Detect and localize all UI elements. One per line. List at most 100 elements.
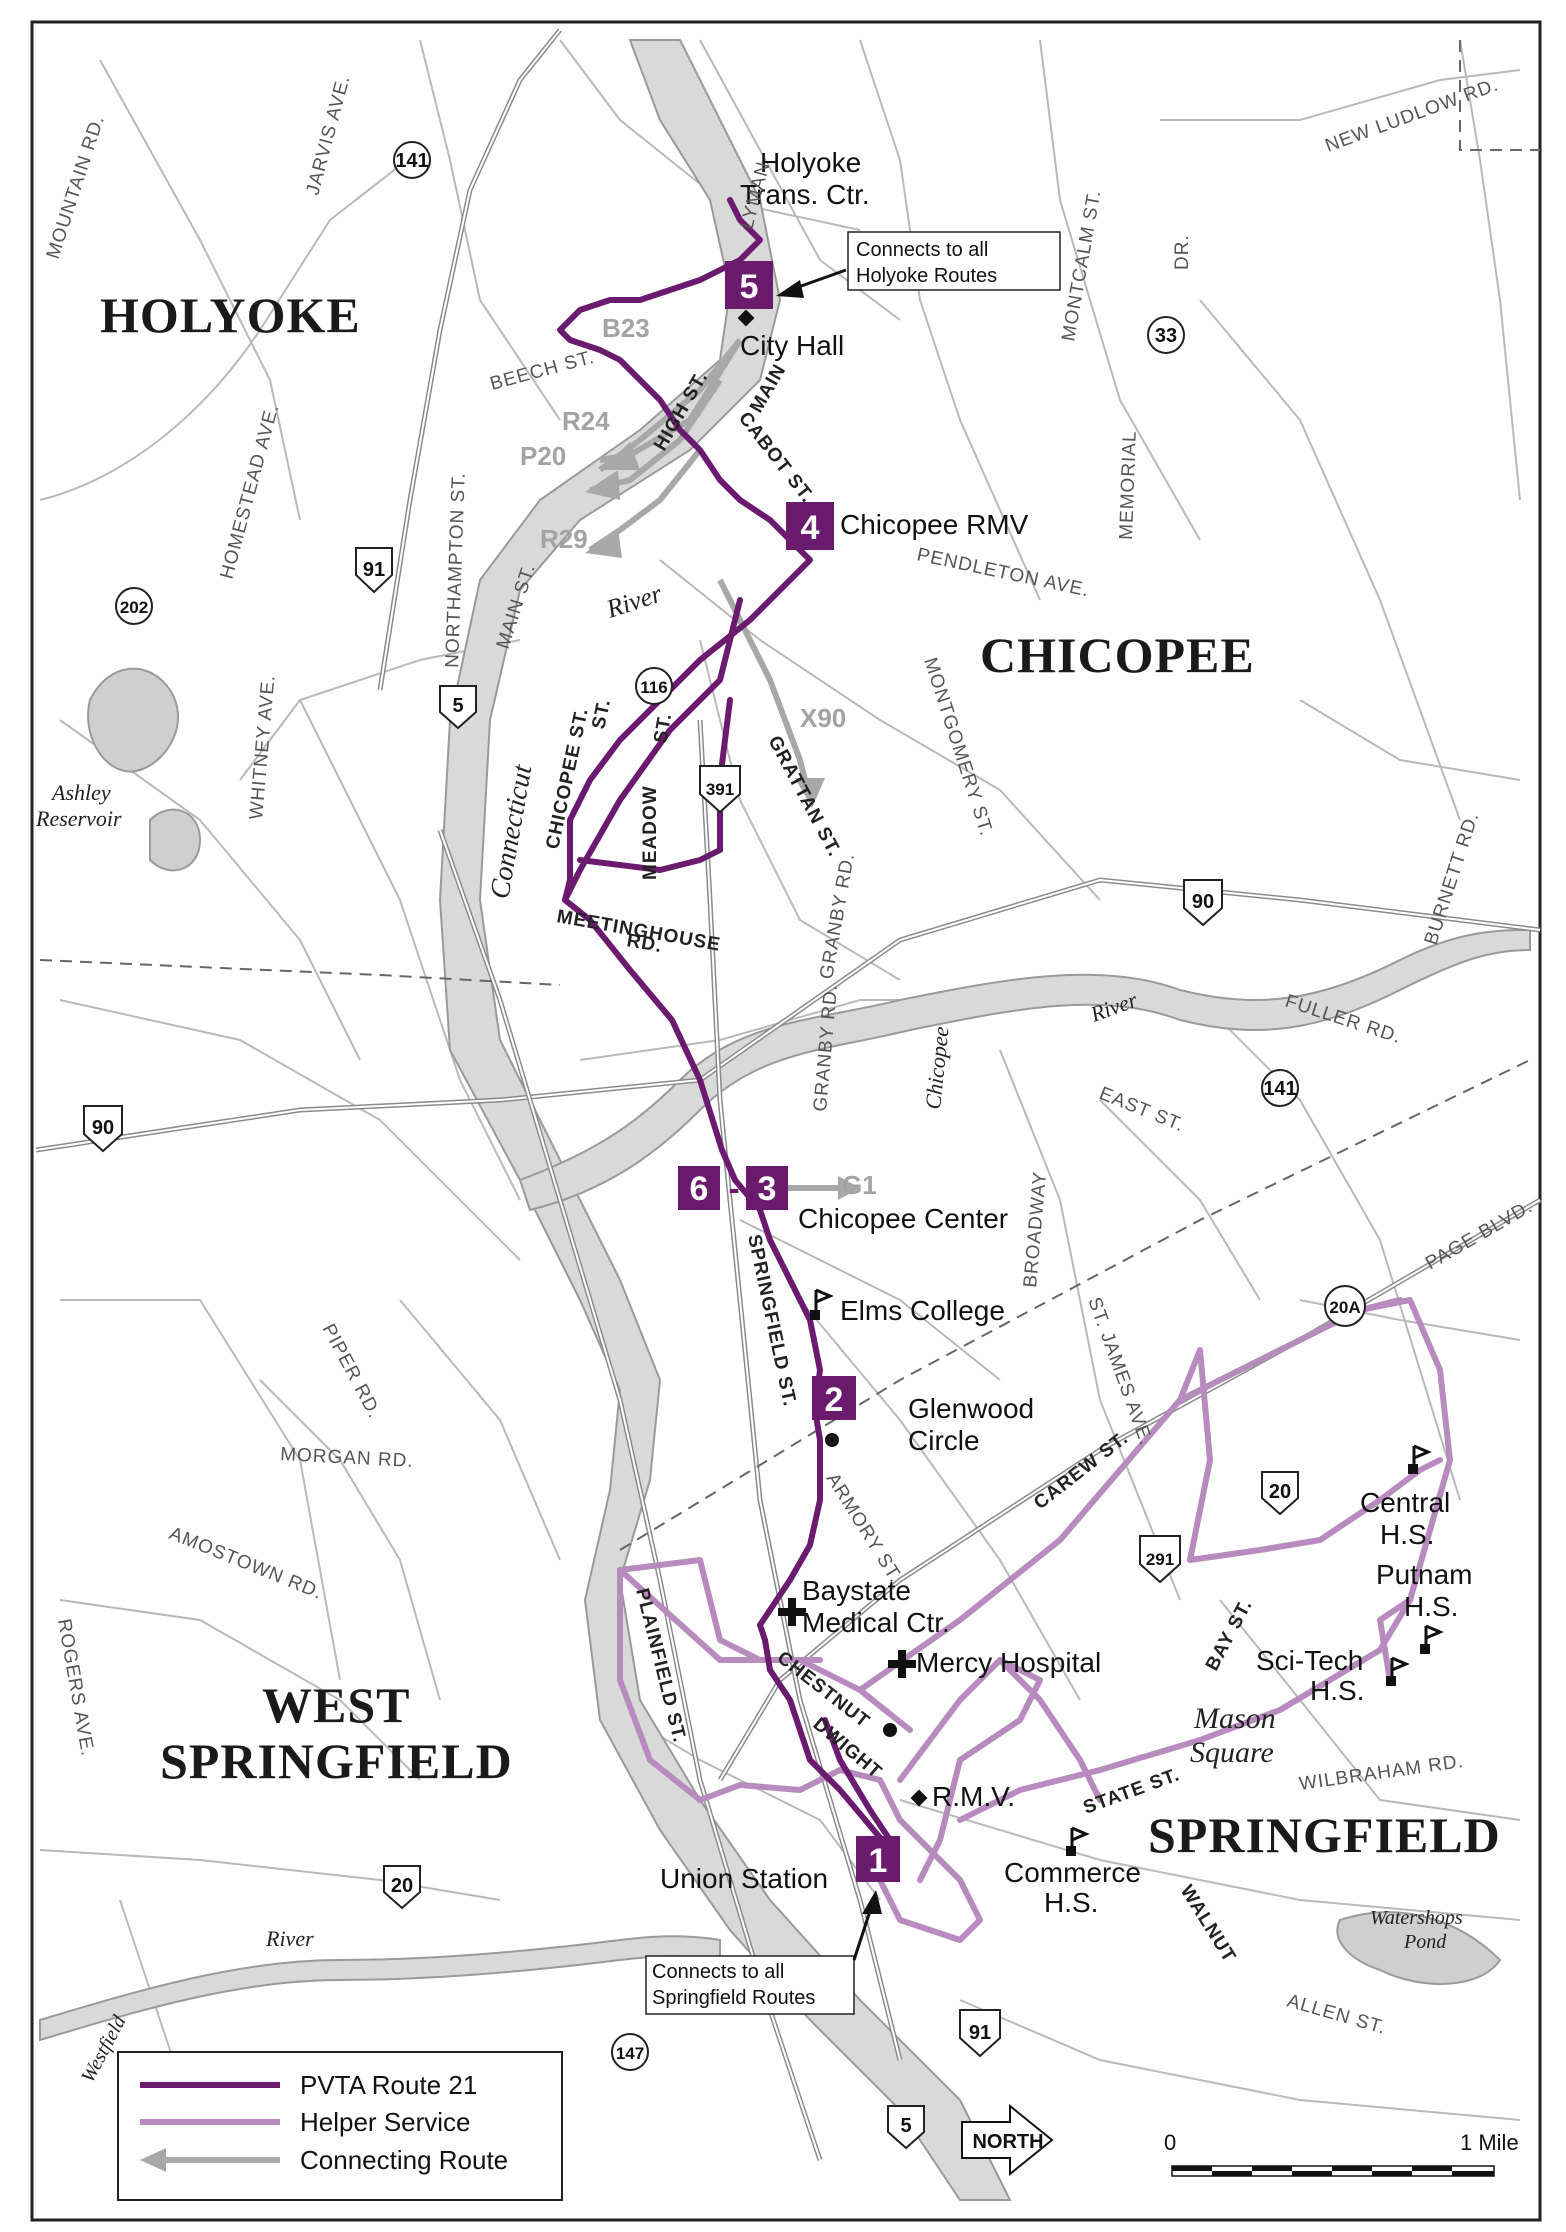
route-20a-shield: 20A bbox=[1324, 1285, 1366, 1327]
watershops-line2: Pond bbox=[1403, 1931, 1447, 1953]
svg-text:116: 116 bbox=[640, 678, 667, 697]
baystate-line2: Medical Ctr. bbox=[802, 1607, 950, 1638]
holyoke-callout: Connects to all Holyoke Routes bbox=[776, 231, 1061, 298]
stop-6-number: 6 bbox=[690, 1170, 709, 1208]
svg-text:20: 20 bbox=[391, 1875, 413, 1897]
scitech-line1: Sci-Tech bbox=[1256, 1645, 1363, 1676]
route-33-shield: 33 bbox=[1147, 316, 1185, 354]
ashley-line2: Reservoir bbox=[35, 806, 122, 831]
route-141-shield: 141 bbox=[393, 141, 431, 179]
legend-box bbox=[117, 2051, 563, 2201]
stop-separator: - bbox=[728, 1170, 739, 1208]
mason-line1: Mason bbox=[1193, 1702, 1276, 1735]
chicopee-center-label: Chicopee Center bbox=[798, 1203, 1008, 1234]
west-springfield-line1: WEST bbox=[262, 1677, 411, 1733]
north-arrow-icon bbox=[961, 2103, 1054, 2177]
svg-text:20: 20 bbox=[1269, 1481, 1291, 1503]
chicopee-label: CHICOPEE bbox=[980, 627, 1255, 683]
interstate-90-shield-east: 90 bbox=[1183, 879, 1223, 927]
commerce-line1: Commerce bbox=[1004, 1857, 1141, 1888]
elms-flag-base bbox=[810, 1310, 820, 1320]
baystate-line1: Baystate bbox=[802, 1575, 911, 1606]
legend-connecting-arrow bbox=[140, 2148, 166, 2172]
stop-4-number: 4 bbox=[801, 509, 820, 547]
route-20-shield-west: 20 bbox=[383, 1865, 421, 1910]
stop-1-box bbox=[856, 1836, 900, 1882]
place-labels: Holyoke Trans. Ctr. City Hall Chicopee R… bbox=[660, 147, 1473, 1918]
city-hall-marker bbox=[737, 309, 755, 327]
point-markers bbox=[737, 309, 1444, 1856]
connecticut-river bbox=[438, 39, 1012, 2201]
holyoke-callout-arrow bbox=[776, 280, 804, 298]
route-g1-label: G1 bbox=[842, 1170, 877, 1200]
scale-end-label: 1 Mile bbox=[1460, 2130, 1519, 2155]
route-5-shield-south: 5 bbox=[887, 2105, 925, 2150]
scitech-flag-base bbox=[1386, 1676, 1396, 1686]
springfield-callout-arrow bbox=[862, 1890, 882, 1914]
dr-label: DR. bbox=[1172, 234, 1193, 270]
stop-3-number: 3 bbox=[758, 1170, 777, 1208]
legend: PVTA Route 21 Helper Service Connecting … bbox=[117, 2051, 563, 2201]
route-b23-label: B23 bbox=[602, 313, 650, 343]
glenwood-line2: Circle bbox=[908, 1425, 980, 1456]
holyoke-callout-line2: Holyoke Routes bbox=[856, 265, 997, 287]
central-line2: H.S. bbox=[1380, 1519, 1434, 1550]
stop-6-box bbox=[678, 1166, 720, 1210]
holyoke-trans-line1: Holyoke bbox=[760, 147, 861, 178]
pvta-route-21 bbox=[557, 197, 893, 1843]
putnam-line2: H.S. bbox=[1404, 1591, 1458, 1622]
svg-text:141: 141 bbox=[395, 150, 428, 172]
scale-start-label: 0 bbox=[1164, 2130, 1176, 2155]
north-arrow: NORTH bbox=[961, 2103, 1054, 2177]
springfield-callout-box bbox=[645, 1955, 855, 2015]
rmv-label: R.M.V. bbox=[932, 1781, 1015, 1812]
interstate-391-shield: 391 bbox=[699, 765, 741, 814]
holyoke-trans-line2: Trans. Ctr. bbox=[740, 179, 870, 210]
stop-3-box bbox=[746, 1166, 788, 1210]
stop-markers: 5 4 6 - 3 2 1 bbox=[678, 261, 900, 1882]
holyoke-callout-box bbox=[847, 231, 1061, 291]
svg-text:5: 5 bbox=[900, 2115, 911, 2137]
stop-5-box bbox=[725, 261, 773, 309]
route-r29-label: R29 bbox=[540, 524, 588, 554]
chicopee-river bbox=[518, 928, 1531, 1212]
legend-helper-label: Helper Service bbox=[300, 2107, 471, 2137]
baystate-hospital-icon bbox=[778, 1598, 806, 1626]
stop-2-number: 2 bbox=[825, 1381, 844, 1419]
interstate-90-shield-west: 90 bbox=[83, 1105, 123, 1153]
map-frame bbox=[30, 20, 1542, 2222]
connecting-route-labels: B23 R24 P20 R29 X90 G1 bbox=[520, 313, 877, 1200]
svg-text:20A: 20A bbox=[1329, 1298, 1360, 1317]
meadow-label: MEADOW bbox=[640, 785, 661, 880]
holyoke-callout-line1: Connects to all bbox=[856, 239, 988, 261]
springfield-callout-line1: Connects to all bbox=[652, 1961, 784, 1983]
city-labels: HOLYOKE CHICOPEE WEST SPRINGFIELD SPRING… bbox=[100, 287, 1500, 1863]
legend-connecting-label: Connecting Route bbox=[300, 2145, 508, 2175]
memorial-label: MEMORIAL bbox=[1116, 430, 1141, 540]
helper-service bbox=[617, 1297, 1453, 1943]
stop-2-box bbox=[812, 1376, 856, 1420]
route-202-shield: 202 bbox=[115, 587, 153, 625]
springfield-callout-line2: Springfield Routes bbox=[652, 1987, 815, 2009]
scitech-line2: H.S. bbox=[1310, 1675, 1364, 1706]
route-141-shield-east: 141 bbox=[1261, 1069, 1299, 1107]
central-line1: Central bbox=[1360, 1487, 1450, 1518]
north-label: NORTH bbox=[972, 2131, 1043, 2153]
glenwood-line1: Glenwood bbox=[908, 1393, 1034, 1424]
putnam-line1: Putnam bbox=[1376, 1559, 1473, 1590]
svg-text:33: 33 bbox=[1155, 325, 1177, 347]
ashley-line1: Ashley bbox=[50, 780, 111, 805]
commerce-flag-base bbox=[1066, 1846, 1076, 1856]
svg-text:147: 147 bbox=[616, 2044, 644, 2063]
route-116-shield: 116 bbox=[635, 667, 673, 705]
meadow-st-label: ST. bbox=[650, 711, 676, 745]
commerce-line2: H.S. bbox=[1044, 1887, 1098, 1918]
watershops-line1: Watershops bbox=[1370, 1907, 1463, 1929]
svg-text:141: 141 bbox=[1263, 1078, 1296, 1100]
city-boundaries bbox=[39, 40, 1540, 1551]
interstate-91-shield: 91 bbox=[355, 547, 393, 594]
svg-text:202: 202 bbox=[120, 598, 148, 617]
scale-bar: 0 1 Mile bbox=[1164, 2130, 1519, 2177]
chicopee-rmv-label: Chicopee RMV bbox=[840, 509, 1029, 540]
